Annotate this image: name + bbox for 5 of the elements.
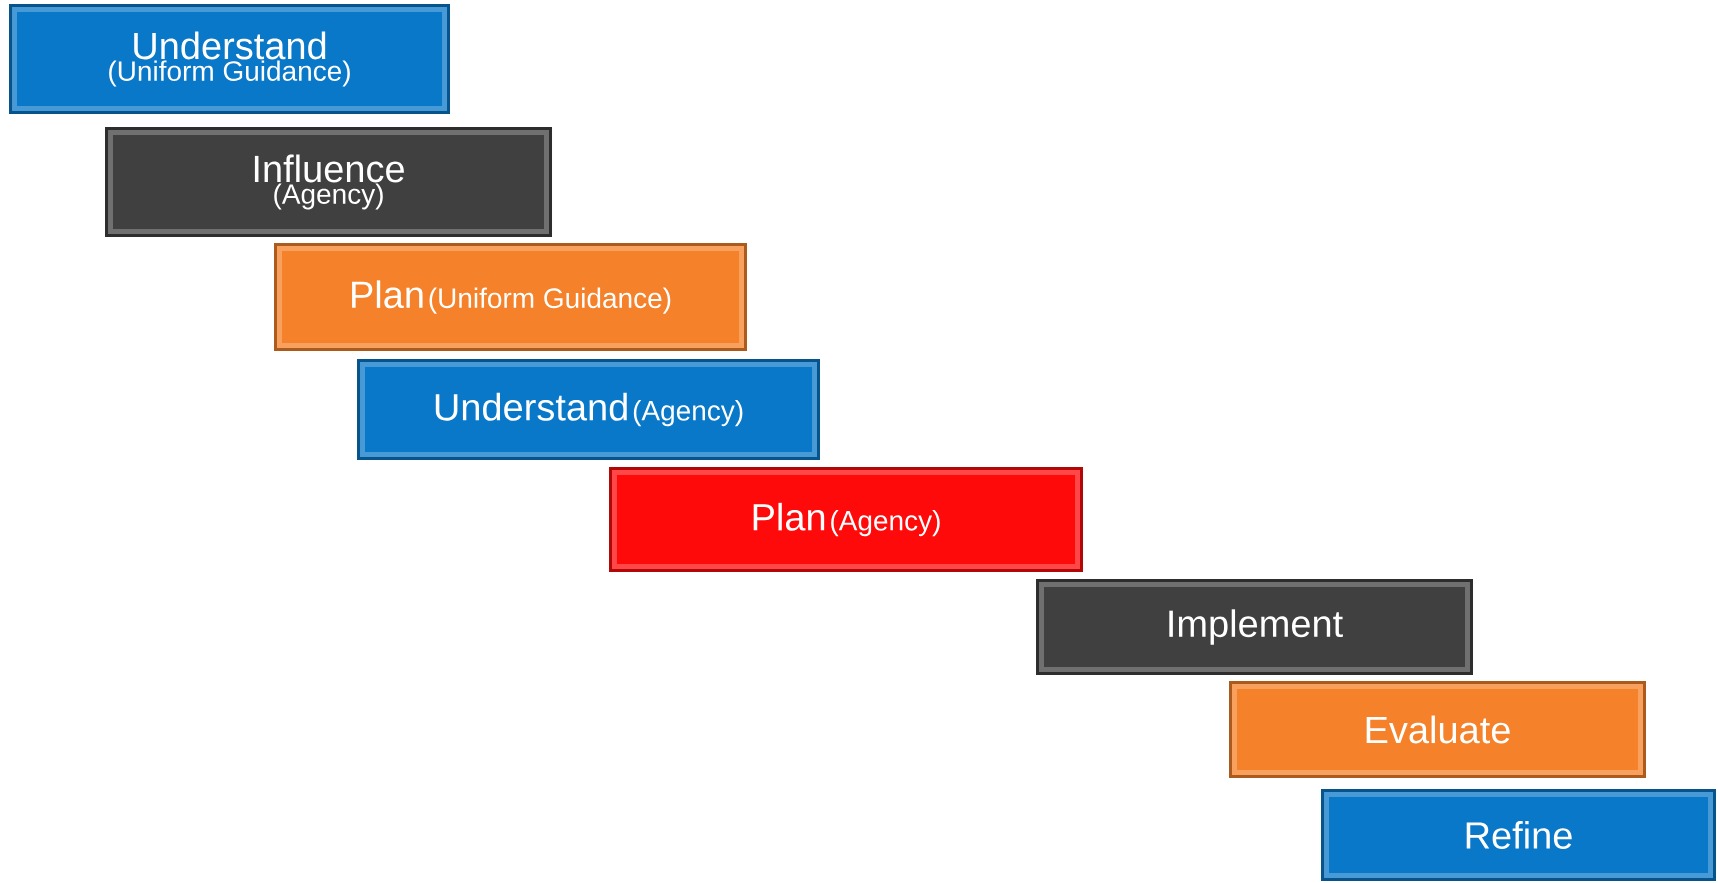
step-box: Evaluate (1229, 681, 1646, 778)
step-box: Understand (Uniform Guidance) (9, 4, 450, 114)
step-box: Refine (1321, 789, 1716, 881)
step-box: Implement (1036, 579, 1473, 675)
step-box: Influence (Agency) (105, 127, 552, 237)
